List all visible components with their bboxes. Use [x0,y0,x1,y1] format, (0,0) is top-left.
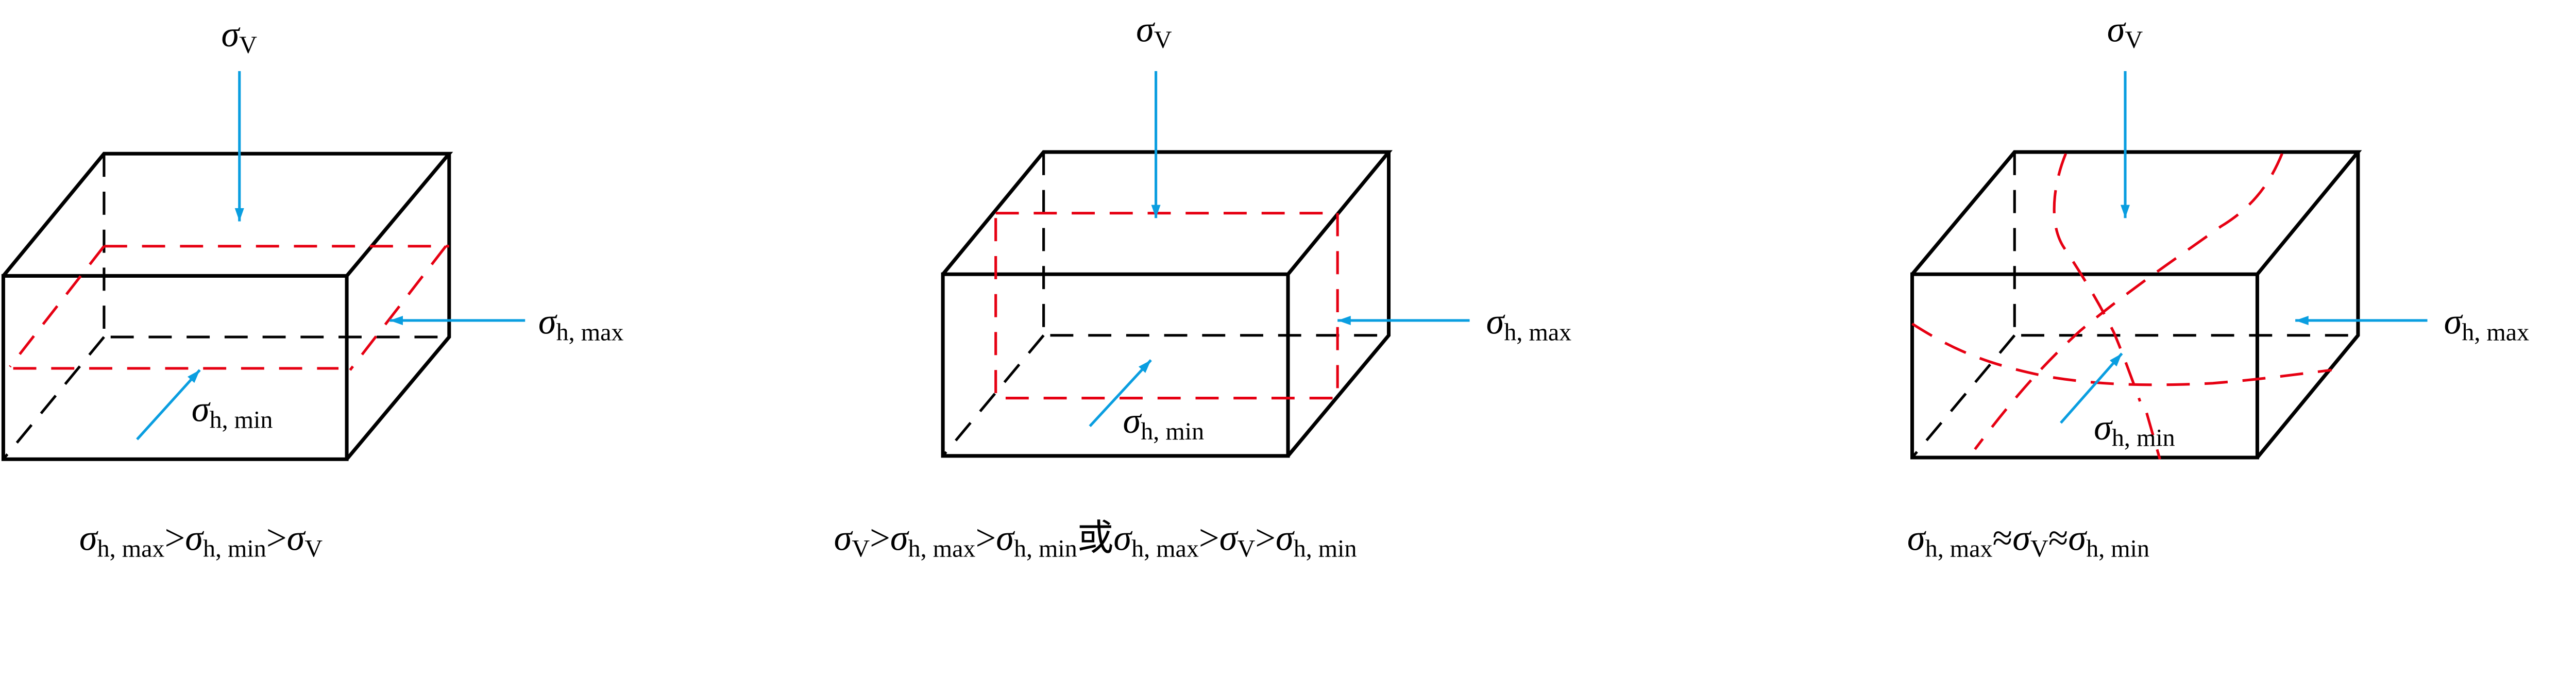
caption-token: σ [79,518,98,558]
caption-token: > [164,518,185,558]
caption-token: h, min [2086,535,2149,562]
panel-2: σV σh, max σh, min σV>σh, max>σh, min或σh… [834,9,1572,562]
caption-token: h, min [1294,535,1357,562]
caption-token: h, min [203,535,266,562]
caption-token: > [870,518,890,558]
irregular-fractures [1911,153,2332,460]
sigma-hmin-label: σh, min [2094,408,2175,452]
sigma-hmax-label: σh, max [2444,302,2530,346]
caption-token: ≈ [1993,518,2013,558]
caption-token: σ [890,518,909,558]
stress-regime-diagram: σV σh, max σh, min σh, max>σh, min>σV σV… [1,9,2529,562]
fracture-plane-horizontal [9,245,449,371]
caption: σh, max>σh, min>σV [79,518,323,562]
caption-token: h, max [97,535,165,562]
caption-token: h, max [908,535,976,562]
caption-token: > [1255,518,1276,558]
sigma-hmax-label: σh, max [538,302,624,346]
caption-token: σ [996,518,1015,558]
caption-token: σ [1276,518,1295,558]
sigma-v-label: σV [1136,9,1172,54]
sigma-v-label: σV [2107,9,2143,54]
fracture-plane-vertical [994,212,1339,400]
panel-1: σV σh, max σh, min σh, max>σh, min>σV [1,14,624,562]
caption-token: V [2030,535,2048,562]
caption-token: 或 [1077,518,1114,558]
caption-token: σ [1113,518,1132,558]
cube [941,150,1393,458]
sigma-hmin-arrow [136,369,201,441]
caption-token: h, max [1131,535,1199,562]
caption-token: V [304,535,323,562]
sigma-hmin-label: σh, min [1123,401,1204,445]
caption-token: σ [2068,518,2087,558]
caption: σV>σh, max>σh, min或σh, max>σV>σh, min [834,518,1357,562]
sigma-hmin-arrow [1089,359,1152,427]
caption-token: σ [834,518,853,558]
caption-token: σ [1219,518,1239,558]
caption-token: V [852,535,870,562]
caption-token: σ [2012,518,2031,558]
caption-token: > [975,518,996,558]
caption-token: h, max [1925,535,1993,562]
panel-3: σV σh, max σh, min σh, max≈σV≈σh, min [1907,9,2529,562]
caption-token: > [1199,518,1219,558]
caption-token: σ [185,518,204,558]
caption-token: V [1237,535,1255,562]
caption: σh, max≈σV≈σh, min [1907,518,2149,562]
caption-token: σ [1907,518,1926,558]
sigma-hmin-label: σh, min [192,389,273,433]
sigma-hmax-label: σh, max [1486,302,1572,346]
sigma-hmin-arrow [2060,352,2123,424]
caption-token: > [266,518,287,558]
cube [1910,150,2362,460]
sigma-v-label: σV [221,14,257,59]
caption-token: σ [287,518,306,558]
caption-token: ≈ [2048,518,2069,558]
caption-token: h, min [1014,535,1077,562]
